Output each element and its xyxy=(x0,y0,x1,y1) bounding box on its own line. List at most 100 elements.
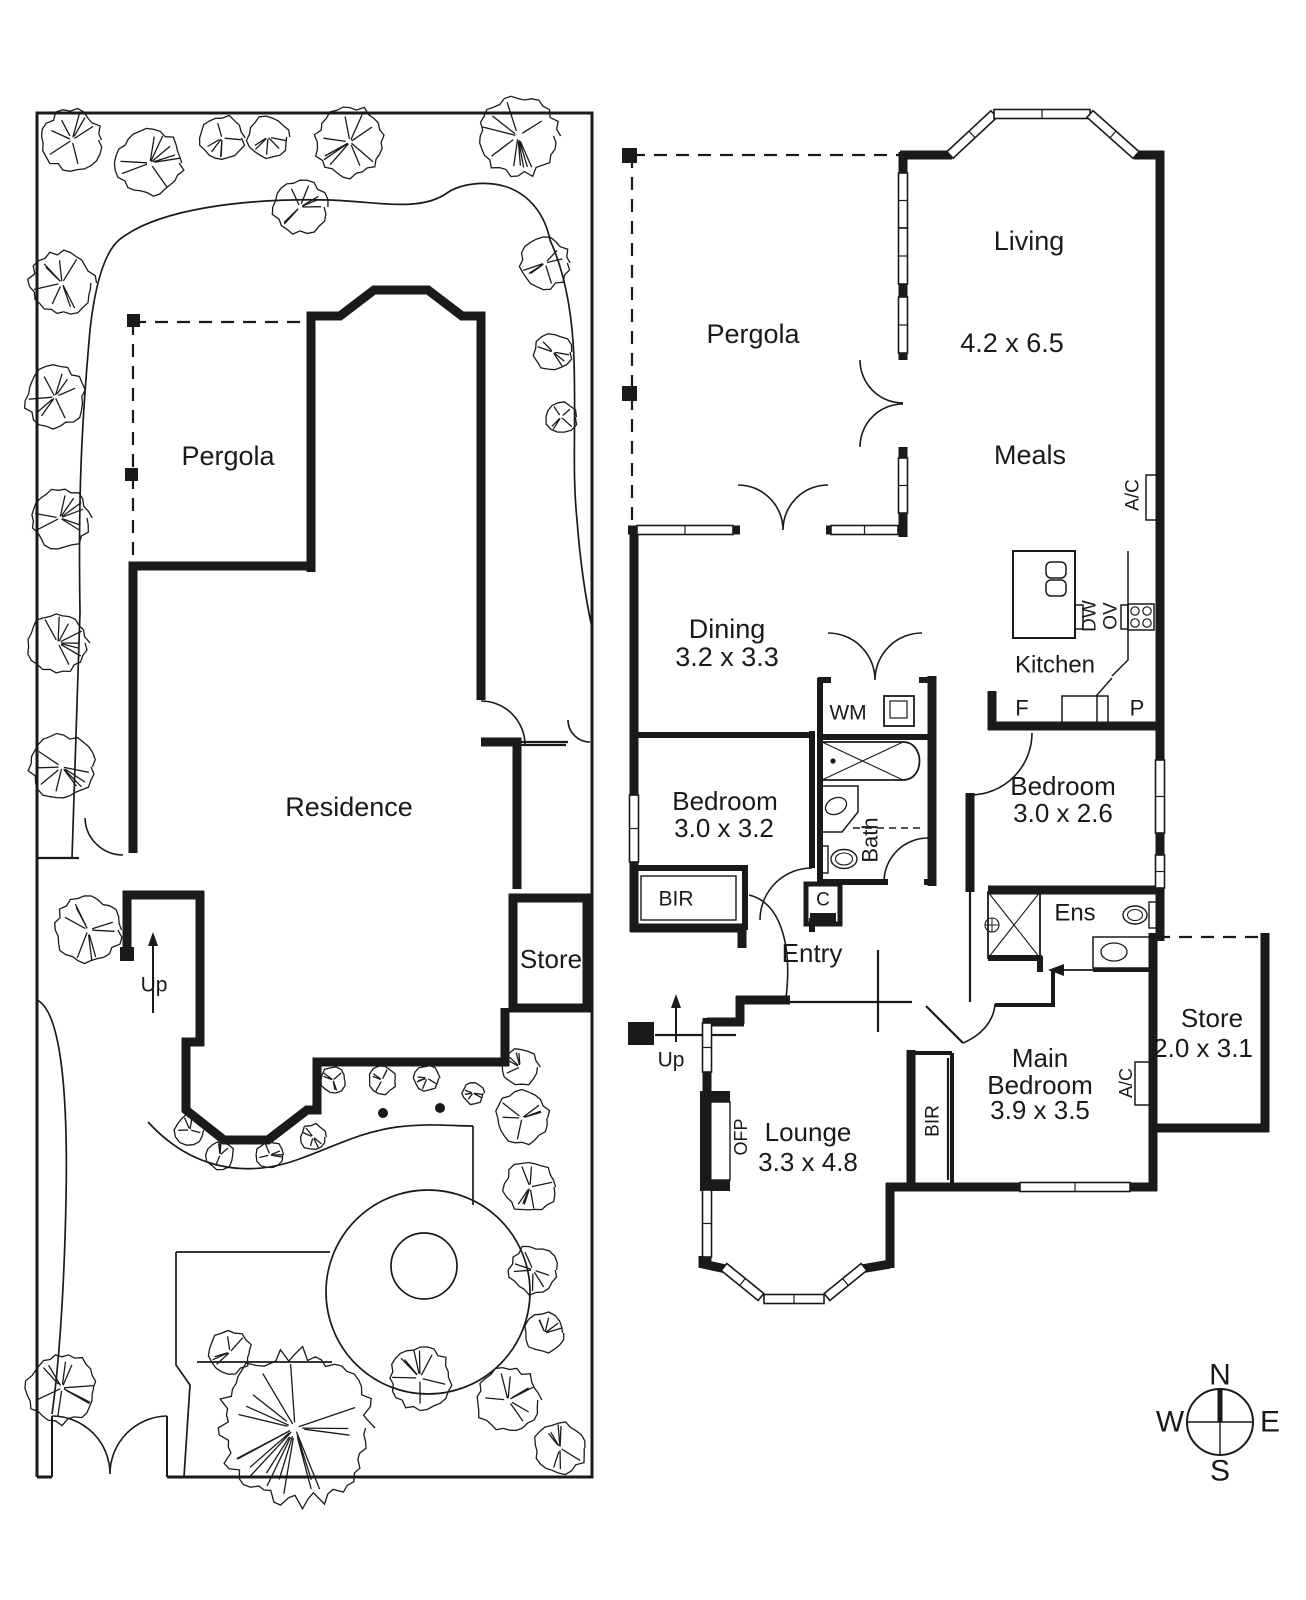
label-bedroom2: Bedroom xyxy=(1010,771,1116,801)
toilet-icon xyxy=(818,845,858,874)
window-icon xyxy=(945,109,999,160)
tree-icon xyxy=(245,115,291,160)
tree-icon xyxy=(24,1354,97,1427)
tree-icon xyxy=(461,1082,486,1106)
porch-post xyxy=(628,1022,654,1045)
label-fridge: F xyxy=(1015,696,1028,721)
ac-unit-living xyxy=(1145,474,1159,521)
tree-icon xyxy=(507,1245,558,1296)
pergola-post xyxy=(125,468,138,481)
sink-icon xyxy=(1045,579,1067,597)
tree-icon xyxy=(23,364,86,430)
label-pantry: P xyxy=(1130,696,1145,721)
closet-c xyxy=(803,881,843,927)
tree-icon xyxy=(27,732,96,799)
bir1-shelf xyxy=(640,875,737,921)
label-ac-living: A/C xyxy=(1123,479,1144,511)
site-store-walls xyxy=(508,893,592,1013)
shower-icon xyxy=(984,891,1041,959)
tree-icon xyxy=(476,1366,543,1432)
label-ens: Ens xyxy=(1054,900,1095,927)
compass-north-label: N xyxy=(1209,1359,1231,1392)
window-icon xyxy=(1154,759,1166,834)
label-main-bed-dims: 3.9 x 3.5 xyxy=(990,1095,1090,1125)
label-store2-dims: 2.0 x 3.1 xyxy=(1153,1033,1253,1063)
tree-icon xyxy=(204,1141,234,1171)
tree-icon xyxy=(26,249,98,315)
cooktop-icon xyxy=(1127,603,1155,631)
label-living-dims: 4.2 x 6.5 xyxy=(960,328,1064,358)
sink-icon xyxy=(1045,561,1067,579)
label-main-bed-2: Bedroom xyxy=(987,1070,1093,1100)
tree-icon xyxy=(495,1088,551,1146)
label-lounge-dims: 3.3 x 4.8 xyxy=(758,1147,858,1177)
garden-lawn-circle xyxy=(325,1189,531,1395)
window-icon xyxy=(897,457,909,514)
ac-unit-store xyxy=(1134,1061,1154,1106)
window-icon xyxy=(897,172,909,229)
bathtub-icon xyxy=(821,741,921,781)
kitchen-island xyxy=(1012,550,1076,639)
stairs-up-arrow-icon xyxy=(148,932,158,1013)
tree-icon xyxy=(113,127,185,197)
label-bath: Bath xyxy=(858,817,883,862)
tree-icon xyxy=(31,488,93,550)
label-bir2: BIR xyxy=(923,1105,944,1137)
tree-icon xyxy=(313,106,385,180)
tree-icon xyxy=(524,1311,565,1354)
tree-icon xyxy=(255,1140,285,1169)
residence-walls xyxy=(122,285,522,1145)
label-store2: Store xyxy=(1181,1003,1243,1033)
window-icon xyxy=(897,296,909,354)
label-bir1: BIR xyxy=(658,888,693,911)
fridge-space xyxy=(1061,695,1109,724)
label-wm: WM xyxy=(829,702,866,725)
tree-icon xyxy=(478,95,562,178)
dishwasher-icon xyxy=(1074,604,1084,630)
tree-icon xyxy=(27,613,91,674)
label-living: Living xyxy=(994,226,1065,256)
compass-west-label: W xyxy=(1156,1406,1185,1439)
site-pergola-outline xyxy=(131,320,307,562)
window-icon xyxy=(720,1262,765,1302)
windows xyxy=(628,108,1166,1305)
garden-bed-curves xyxy=(36,182,593,1478)
label-bedroom2-dims: 3.0 x 2.6 xyxy=(1013,798,1113,828)
tree-icon xyxy=(518,236,571,291)
window-icon xyxy=(993,108,1091,120)
property-boundary xyxy=(35,111,594,1479)
window-icon xyxy=(1085,109,1141,160)
compass-east-label: E xyxy=(1260,1406,1280,1439)
label-ofp: OFP xyxy=(731,1118,751,1155)
hall-floor-lines xyxy=(655,890,972,1180)
tree-icon xyxy=(207,1329,252,1375)
label-entry: Entry xyxy=(782,938,843,968)
pantry-outline xyxy=(1096,677,1113,724)
window-icon xyxy=(823,1262,868,1302)
bath-vanity-icon xyxy=(820,785,859,833)
label-bedroom1: Bedroom xyxy=(672,786,778,816)
front-gate-arcs xyxy=(51,1415,168,1475)
garden-feature-circle xyxy=(390,1232,458,1300)
stairs-up-arrow-icon xyxy=(671,994,681,1042)
window-icon xyxy=(830,524,899,536)
shrub-dot xyxy=(435,1103,445,1113)
tree-icon xyxy=(173,1113,207,1146)
ens-entry-arrow-icon xyxy=(1048,964,1141,976)
main-bedroom-door xyxy=(925,1003,996,1044)
floor-pergola-outline xyxy=(630,153,899,528)
label-kitchen: Kitchen xyxy=(1015,652,1095,679)
label-ac-store: A/C xyxy=(1116,1068,1136,1098)
tree-icon xyxy=(320,1066,346,1094)
label-pergola: Pergola xyxy=(706,319,800,349)
window-icon xyxy=(701,1022,713,1073)
tree-icon xyxy=(501,1161,557,1211)
label-meals: Meals xyxy=(994,440,1066,470)
tree-icon xyxy=(532,333,573,371)
tree-icon xyxy=(534,1421,586,1476)
